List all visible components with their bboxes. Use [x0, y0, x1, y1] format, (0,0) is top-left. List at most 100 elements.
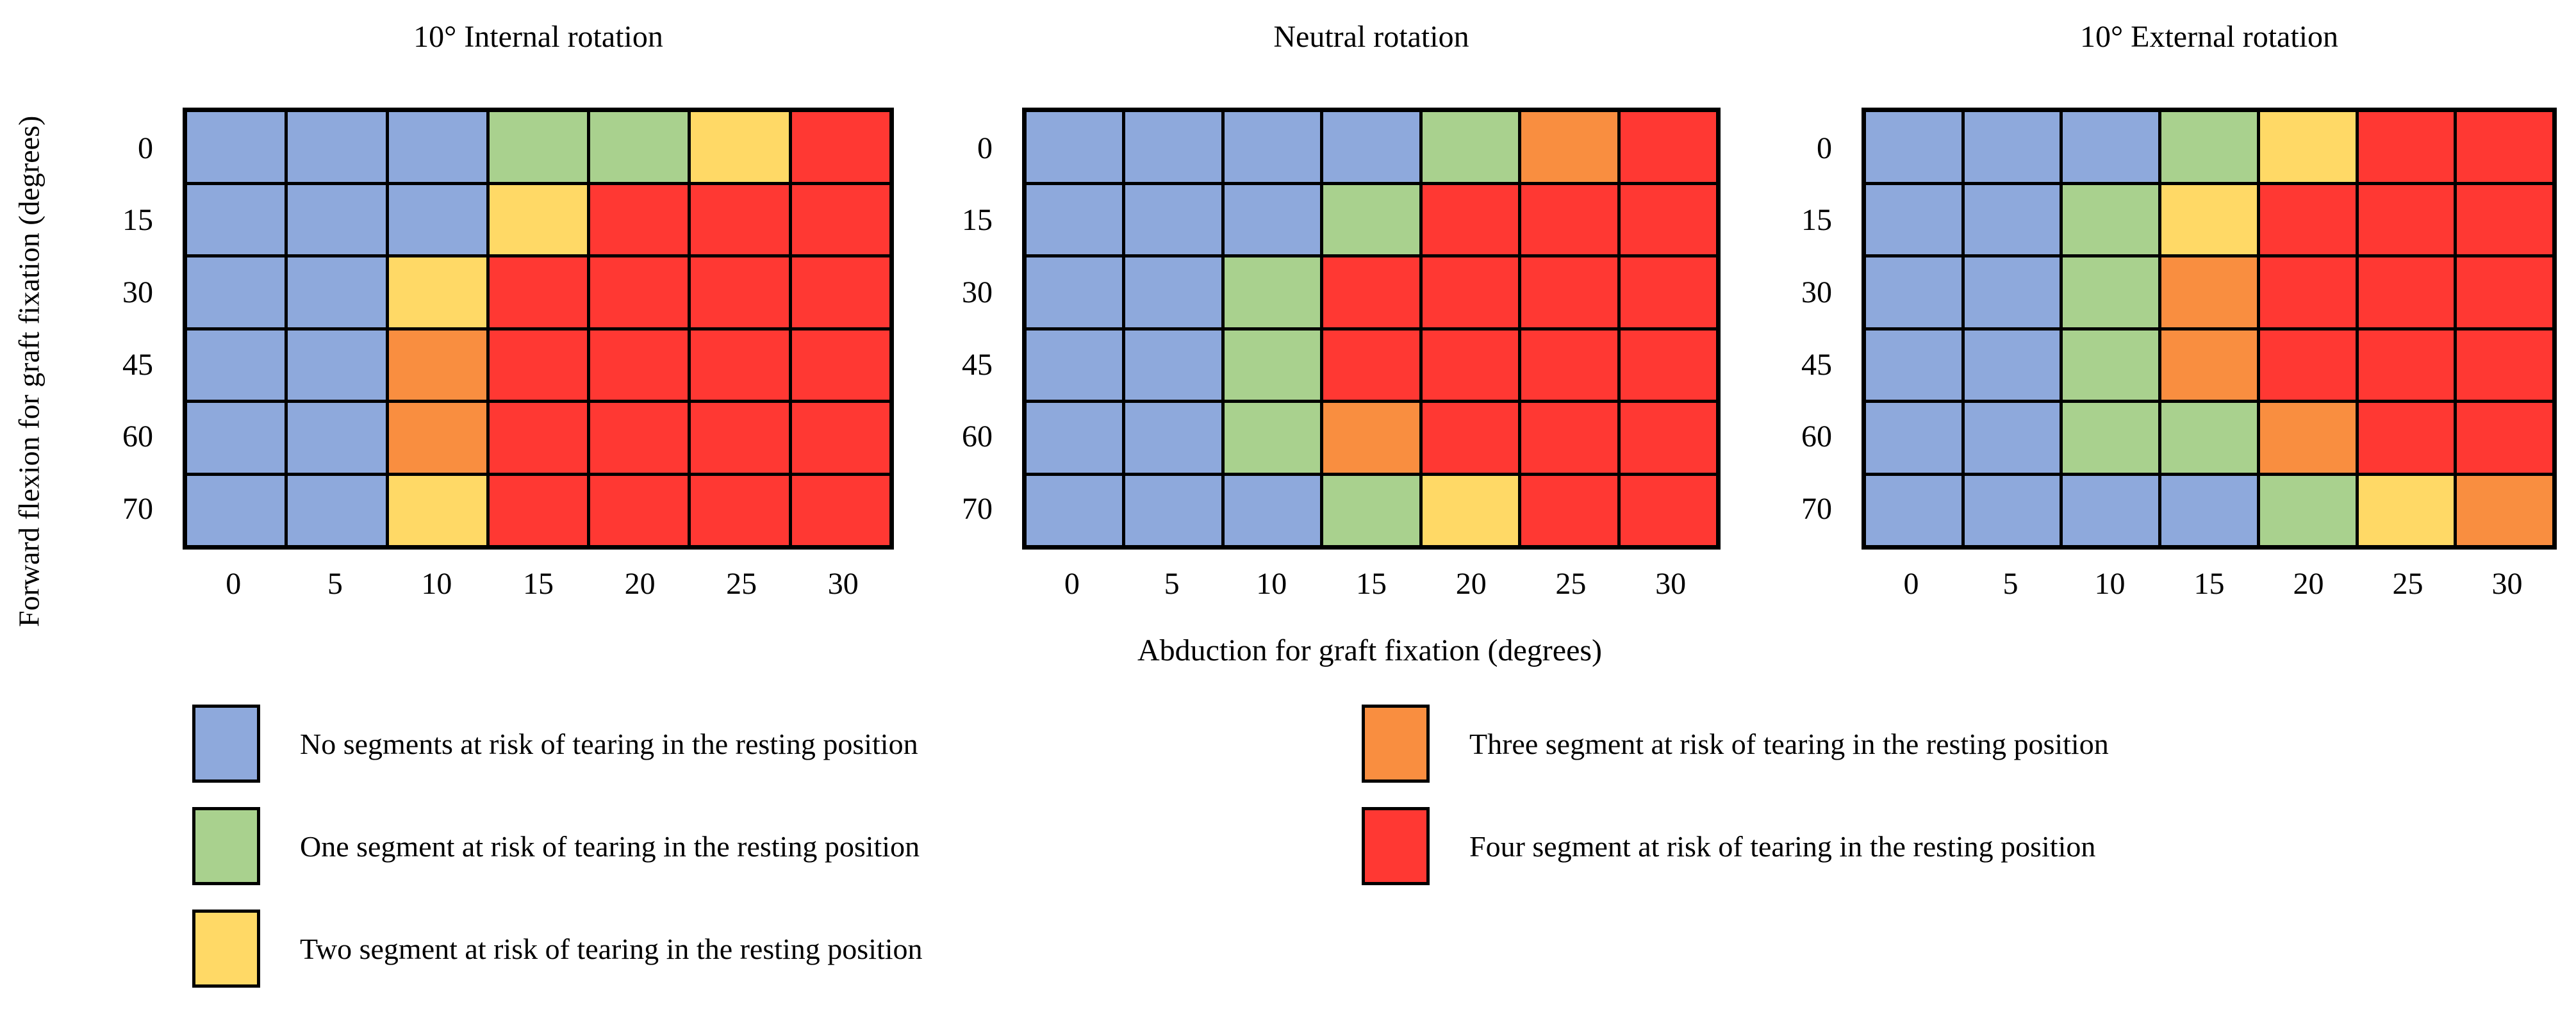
legend-item: Four segment at risk of tearing in the r… — [1362, 807, 2109, 885]
heatmap-cell — [1323, 257, 1419, 327]
legend-column-left: No segments at risk of tearing in the re… — [192, 705, 923, 1012]
heatmap-cell — [187, 475, 285, 545]
heatmap-cell — [2358, 112, 2454, 182]
heatmap-cell — [691, 257, 789, 327]
heatmap-cell — [1027, 257, 1123, 327]
heatmap-cell — [1224, 403, 1321, 473]
heatmap-cell — [2063, 475, 2159, 545]
heatmap-cell — [691, 403, 789, 473]
heatmap-cell — [691, 475, 789, 545]
y-axis-title: Forward flexion for graft fixation (degr… — [12, 115, 45, 628]
heatmap-cell — [2457, 403, 2552, 473]
x-tick-label: 0 — [226, 567, 242, 601]
y-tick-label: 60 — [122, 420, 153, 454]
heatmap-cell — [1521, 475, 1617, 545]
heatmap-cell — [1620, 330, 1716, 400]
heatmap-cell — [590, 330, 688, 400]
heatmap-cell — [2259, 257, 2356, 327]
y-tick-label: 0 — [977, 131, 993, 165]
y-tick-label: 0 — [1817, 131, 1832, 165]
heatmap-cell — [791, 330, 889, 400]
heatmap-cell — [388, 475, 486, 545]
panel-title: 10° Internal rotation — [413, 20, 663, 54]
heatmap-cell — [590, 403, 688, 473]
heatmap-cell — [288, 403, 386, 473]
heatmap-cell — [2358, 257, 2454, 327]
heatmap-cell — [489, 475, 588, 545]
heatmap-cell — [1224, 475, 1321, 545]
heatmap-cell — [1422, 475, 1519, 545]
heatmap-cell — [2063, 330, 2159, 400]
heatmap-cell — [1620, 403, 1716, 473]
heatmap-cell — [1224, 257, 1321, 327]
heatmap-cell — [288, 330, 386, 400]
heatmap-cell — [590, 475, 688, 545]
y-tick-label: 15 — [962, 203, 993, 238]
heatmap-cell — [2259, 475, 2356, 545]
heatmap-cell — [2161, 475, 2257, 545]
y-tick-label: 30 — [962, 275, 993, 310]
legend-swatch — [192, 807, 260, 885]
heatmap-cell — [791, 475, 889, 545]
heatmap-cell — [1521, 403, 1617, 473]
heatmap-cell — [1027, 475, 1123, 545]
legend-item: Three segment at risk of tearing in the … — [1362, 705, 2109, 783]
heatmap-cell — [288, 475, 386, 545]
heatmap-cell — [2358, 403, 2454, 473]
legend-swatch — [192, 910, 260, 988]
heatmap-cell — [1521, 184, 1617, 254]
x-tick-label: 20 — [624, 567, 656, 601]
heatmap-cell — [1620, 475, 1716, 545]
heatmap-cell — [791, 184, 889, 254]
y-tick-label: 45 — [122, 347, 153, 382]
heatmap-cell — [2358, 475, 2454, 545]
heatmap-cell — [388, 403, 486, 473]
heatmap-cell — [791, 257, 889, 327]
heatmap-cell — [1964, 330, 2060, 400]
x-tick-label: 5 — [327, 567, 343, 601]
heatmap-cell — [288, 112, 386, 182]
y-tick-label: 15 — [122, 203, 153, 238]
heatmap-cell — [489, 330, 588, 400]
x-tick-label: 15 — [1355, 567, 1387, 601]
heatmap-cell — [2457, 330, 2552, 400]
x-tick-label: 0 — [1903, 567, 1919, 601]
heatmap-cell — [1620, 112, 1716, 182]
heatmap-cell — [1866, 330, 1961, 400]
heatmap-cell — [1521, 257, 1617, 327]
legend-label: Two segment at risk of tearing in the re… — [300, 932, 923, 965]
heatmap-cell — [1224, 330, 1321, 400]
y-tick-label: 60 — [1801, 420, 1832, 454]
heatmap-cell — [2259, 403, 2356, 473]
heatmap-cell — [1422, 403, 1519, 473]
heatmap-cell — [187, 257, 285, 327]
heatmap-cell — [1422, 330, 1519, 400]
heatmap-cell — [187, 330, 285, 400]
heatmap-cell — [489, 184, 588, 254]
heatmap-cell — [489, 112, 588, 182]
heatmap-cell — [1866, 112, 1961, 182]
heatmap-cell — [288, 184, 386, 254]
y-tick-label: 70 — [1801, 492, 1832, 526]
heatmap-cell — [388, 330, 486, 400]
x-tick-label: 25 — [2392, 567, 2423, 601]
x-tick-label: 10 — [421, 567, 452, 601]
heatmap-cell — [1027, 330, 1123, 400]
heatmap-cell — [2063, 184, 2159, 254]
y-tick-label: 15 — [1801, 203, 1832, 238]
heatmap-cell — [187, 403, 285, 473]
legend-item: One segment at risk of tearing in the re… — [192, 807, 923, 885]
heatmap-cell — [2063, 403, 2159, 473]
heatmap-cell — [1125, 330, 1221, 400]
heatmap-cell — [1125, 257, 1221, 327]
y-tick-label: 30 — [1801, 275, 1832, 310]
legend-item: No segments at risk of tearing in the re… — [192, 705, 923, 783]
heatmap-cell — [1224, 112, 1321, 182]
x-tick-label: 15 — [522, 567, 554, 601]
heatmap-cell — [590, 257, 688, 327]
